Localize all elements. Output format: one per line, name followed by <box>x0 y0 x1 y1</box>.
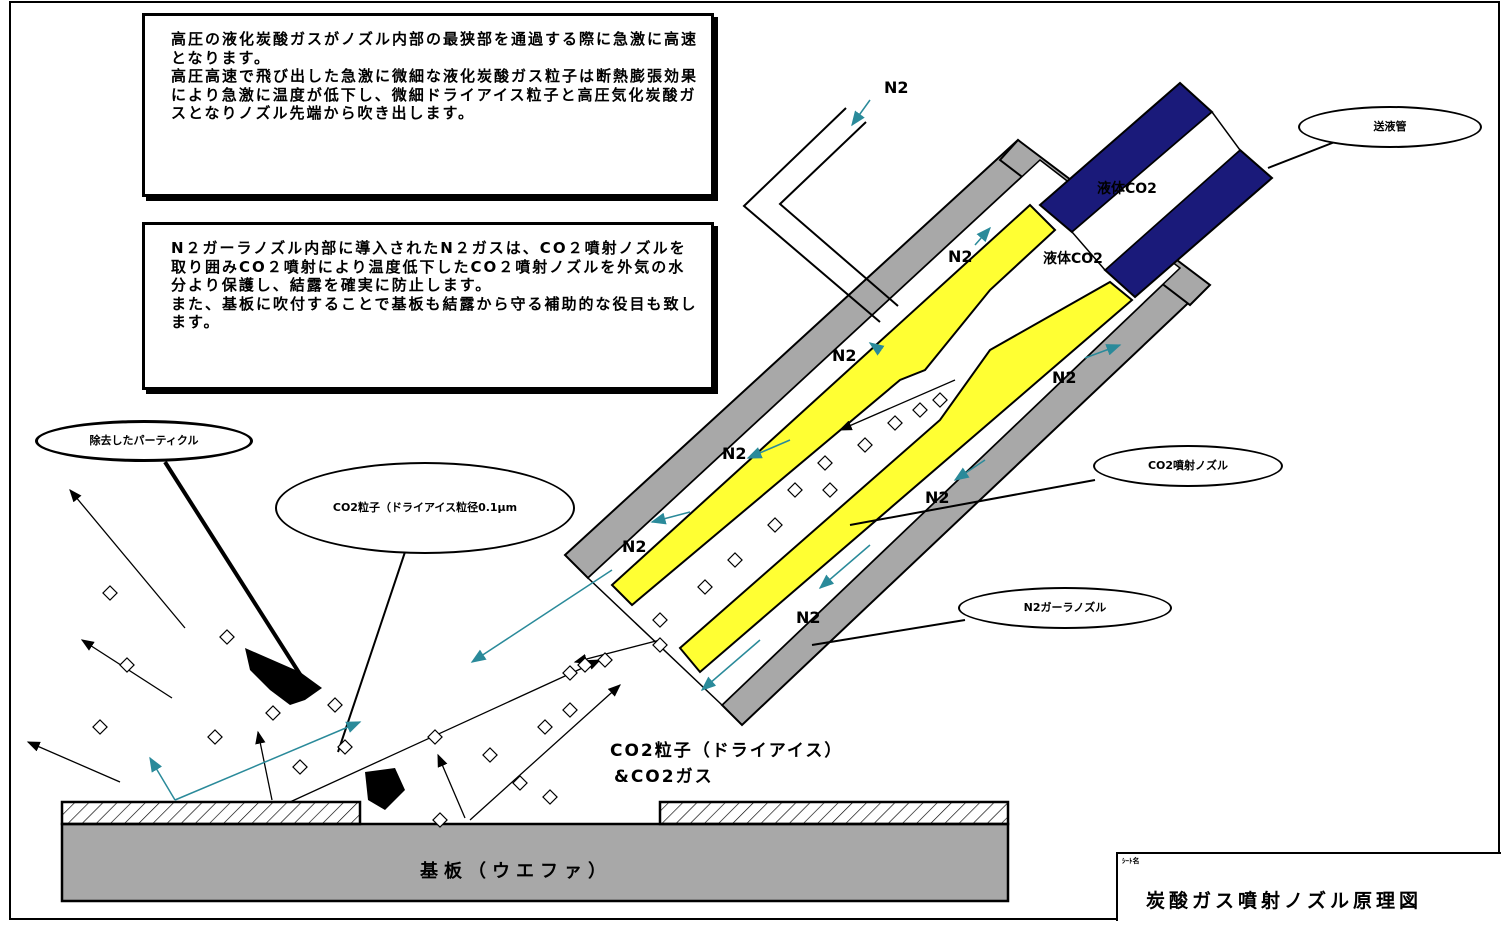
n2-flow-arrows <box>149 99 1122 801</box>
explanation-note-n2: N２ガーラノズル内部に導入されたN２ガスは、CO２噴射ノズルを取り囲みCO２噴射… <box>142 222 714 390</box>
n2-inlet-pipe-inner <box>778 121 899 307</box>
n2-label-a: N2 <box>948 247 973 266</box>
n2-label-f: N2 <box>622 537 647 556</box>
n2-label-b: N2 <box>832 346 857 365</box>
dry-ice-particles <box>92 392 948 828</box>
callout-n2-nozzle: N2ガーラノズル <box>958 587 1172 629</box>
title-block-caption: ｼｰﾄ名 <box>1122 857 1140 865</box>
removed-particle-blob <box>245 648 322 705</box>
substrate-label: 基板（ウエファ） <box>420 861 612 882</box>
n2-label-e: N2 <box>925 488 950 507</box>
callout-removed-particles: 除去したパーティクル <box>35 420 253 462</box>
page-border <box>9 1 1500 920</box>
liquid-co2-label-upper: 液体CO2 <box>1097 181 1157 197</box>
n2-nozzle-leader <box>811 619 966 646</box>
co2-nozzle-leader <box>849 479 1096 526</box>
n2-label-g: N2 <box>796 608 821 627</box>
nozzle-assembly <box>1250 0 1501 590</box>
n2-label-d: N2 <box>722 444 747 463</box>
co2-nozzle-lower-wall <box>678 280 1134 674</box>
explanation-note-co2: 高圧の液化炭酸ガスがノズル内部の最狭部を通過する際に急激に高速となります。 高圧… <box>142 13 714 197</box>
substrate-film-left <box>60 800 362 826</box>
attached-particle-blob <box>365 768 405 810</box>
removed-particle-leader <box>163 460 312 692</box>
title-block: ｼｰﾄ名 炭酸ガス噴射ノズル原理図 <box>1116 852 1501 921</box>
co2-gas-label: &CO2ガス <box>614 767 714 787</box>
particle-size-leader <box>337 551 406 753</box>
n2-label-c: N2 <box>1052 368 1077 387</box>
n2-inlet-label: N2 <box>884 78 909 97</box>
feed-pipe-bore <box>1070 110 1242 272</box>
callout-co2-nozzle: CO2噴射ノズル <box>1093 445 1283 487</box>
title-block-title: 炭酸ガス噴射ノズル原理図 <box>1146 890 1423 912</box>
substrate-film-right <box>658 800 1010 826</box>
callout-feed-pipe: 送液管 <box>1298 106 1482 148</box>
co2-nozzle-upper-wall <box>610 203 1057 607</box>
substrate <box>60 800 1010 903</box>
liquid-co2-label-lower: 液体CO2 <box>1043 251 1103 267</box>
co2-particle-label: CO2粒子（ドライアイス） <box>610 741 844 761</box>
callout-particle-size: CO2粒子（ドライアイス粒径0.1μm <box>275 462 575 554</box>
n2-inlet-pipe-outer <box>742 107 881 323</box>
